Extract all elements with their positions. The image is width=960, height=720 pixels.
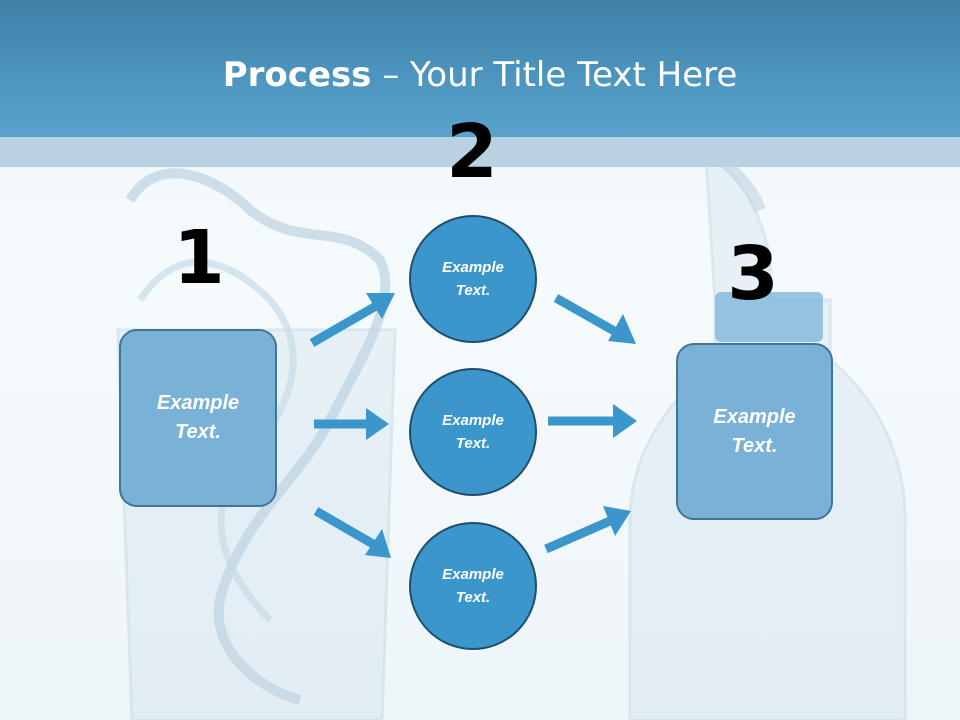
circle-top-text: Example Text.	[442, 259, 504, 299]
step-3-box: Example Text.	[676, 343, 833, 520]
step-2-circle-middle: Example Text.	[409, 368, 537, 496]
title-bar-band	[0, 137, 960, 167]
arrow-box1-to-circle-bottom	[313, 507, 391, 558]
step-3-text: Example Text.	[713, 405, 796, 457]
step-number-3: 3	[727, 231, 779, 317]
title-bar	[0, 0, 960, 137]
arrow-circle-top-to-box3	[553, 294, 636, 344]
step-number-2: 2	[446, 109, 498, 195]
step-1-box: Example Text.	[119, 329, 277, 507]
page-title-bold: Process	[222, 55, 372, 95]
circle-bottom-text: Example Text.	[442, 566, 504, 606]
arrow-circle-middle-to-box3	[548, 404, 637, 438]
page-title-rest: – Your Title Text Here	[371, 55, 738, 95]
arrow-box1-to-circle-middle	[314, 408, 389, 440]
arrow-circle-bottom-to-box3	[544, 506, 631, 554]
circle-middle-text: Example Text.	[442, 412, 504, 452]
page-title: Process – Your Title Text Here	[0, 52, 960, 98]
arrow-box1-to-circle-top	[309, 293, 395, 347]
step-2-circle-top: Example Text.	[409, 215, 537, 343]
step-1-text: Example Text.	[156, 392, 240, 443]
step-number-1: 1	[173, 215, 225, 301]
step-2-circle-bottom: Example Text.	[409, 522, 537, 650]
